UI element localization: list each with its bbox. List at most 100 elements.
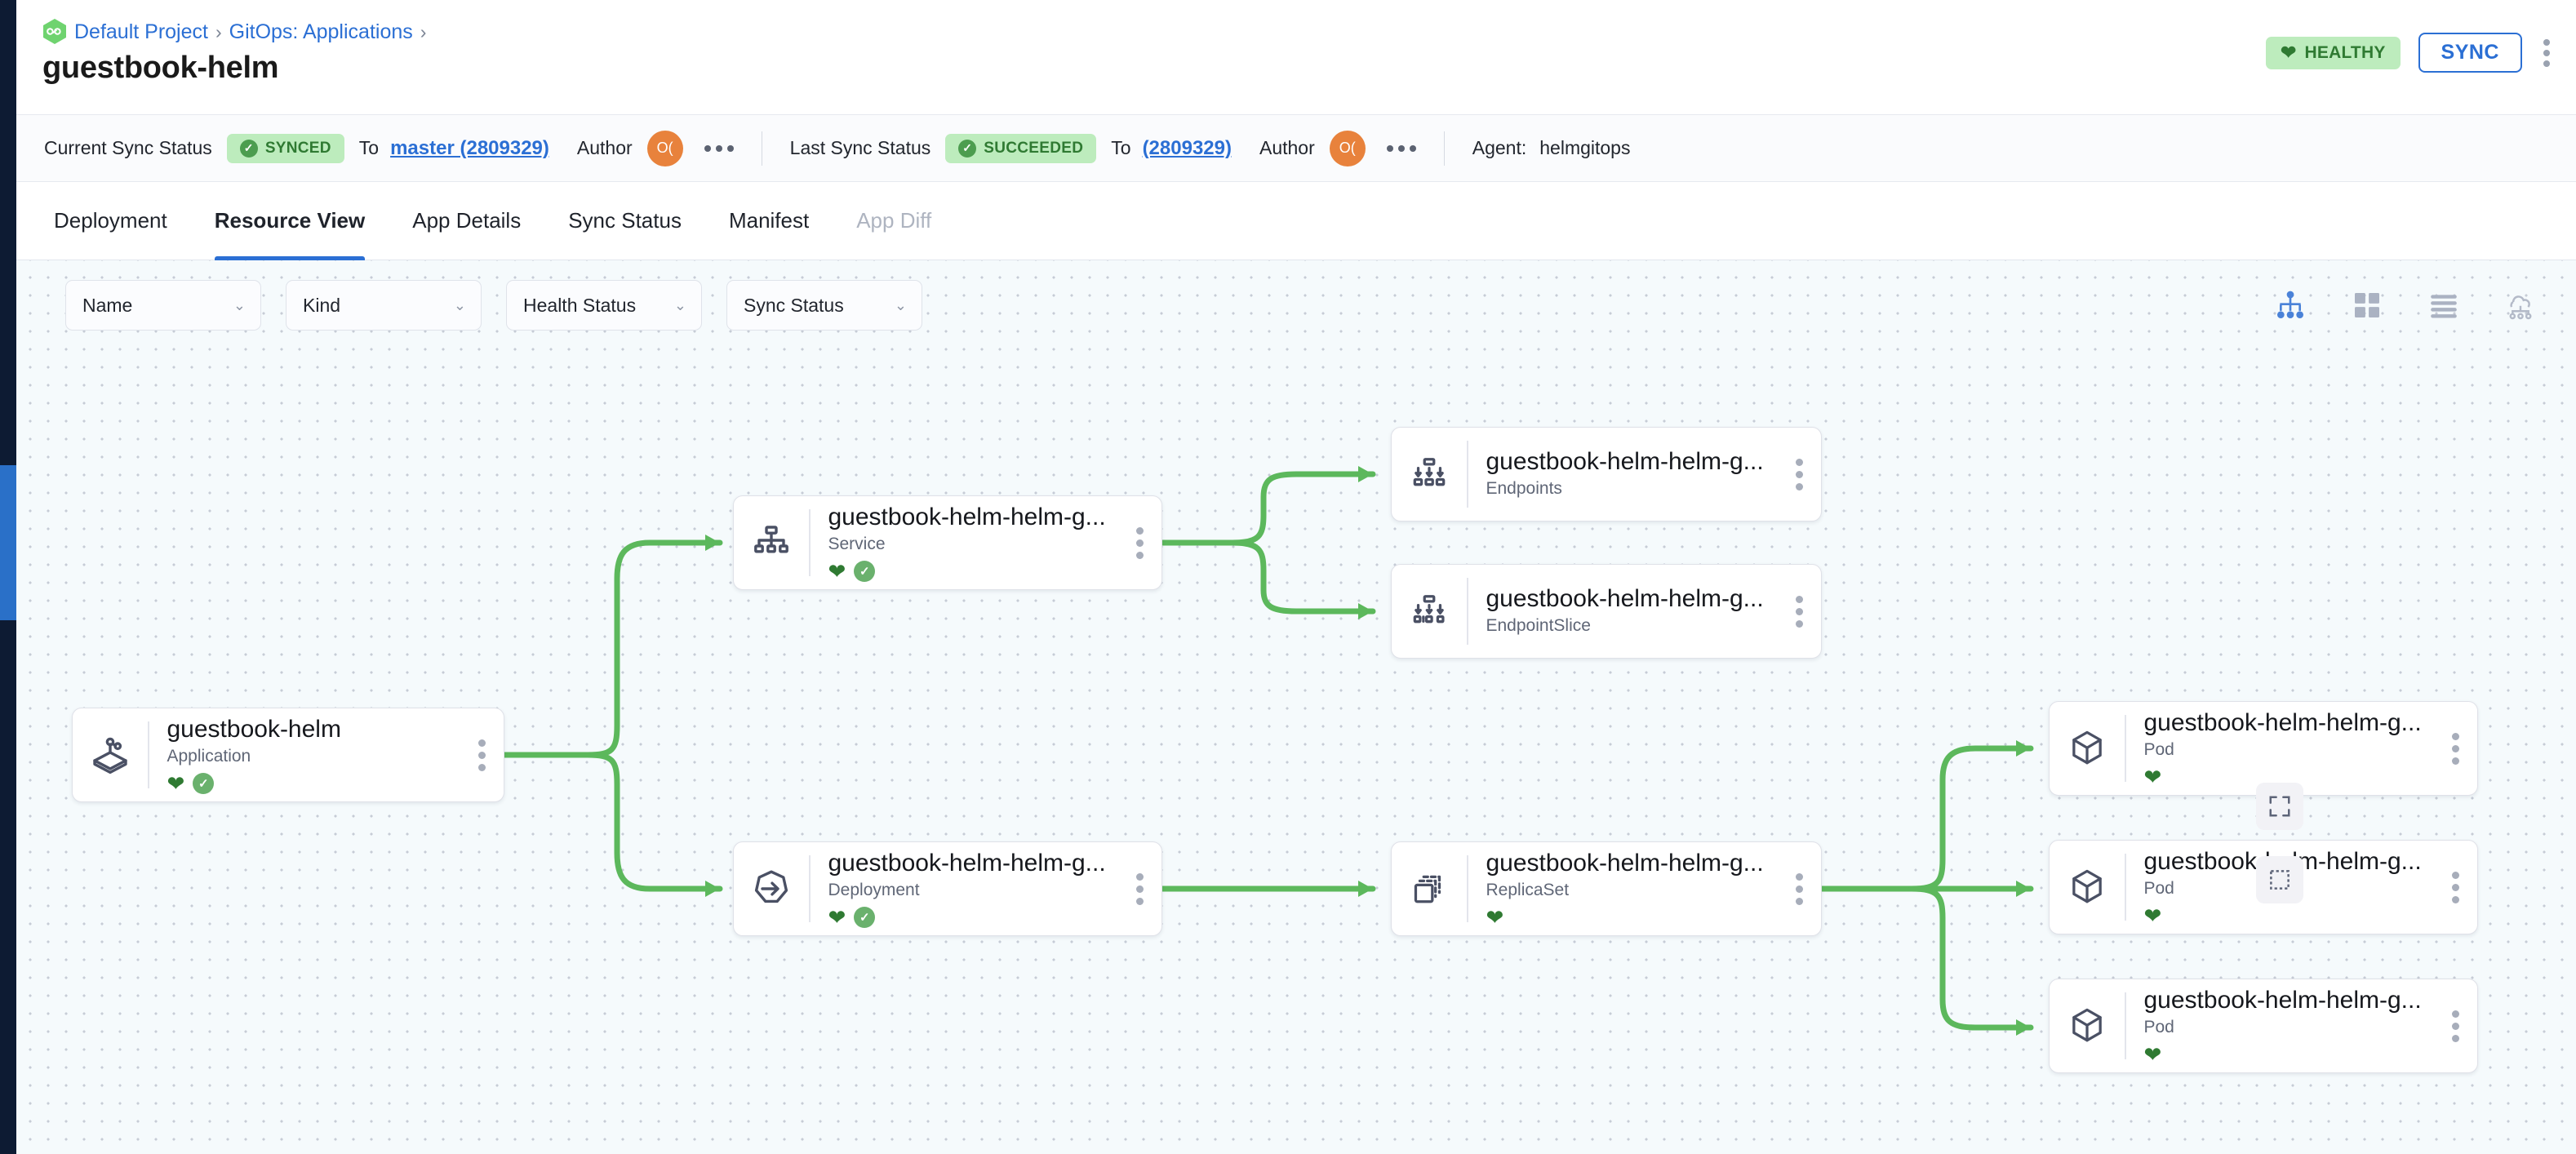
last-revision-link[interactable]: (2809329) bbox=[1142, 136, 1232, 159]
tab-manifest[interactable]: Manifest bbox=[728, 208, 810, 233]
breadcrumb-separator-end: › bbox=[420, 20, 427, 42]
heart-icon: ❤ bbox=[1486, 904, 1504, 930]
graph-node-menu-icon[interactable] bbox=[1128, 872, 1161, 905]
node-divider bbox=[2125, 854, 2126, 921]
current-author-more-icon[interactable] bbox=[704, 144, 734, 152]
resource-graph-canvas[interactable]: Name⌄Kind⌄Health Status⌄Sync Status⌄ bbox=[16, 260, 2576, 1154]
heart-icon: ❤ bbox=[2143, 1041, 2162, 1067]
graph-node-kind: Deployment bbox=[828, 880, 920, 899]
left-nav-rail-active-marker[interactable] bbox=[0, 465, 16, 620]
tab-app-details[interactable]: App Details bbox=[412, 208, 522, 233]
pod-icon bbox=[2050, 979, 2125, 1072]
fullscreen-icon[interactable] bbox=[2256, 783, 2303, 830]
graph-node-menu-icon[interactable] bbox=[1128, 526, 1161, 559]
tab-resource-view[interactable]: Resource View bbox=[214, 182, 365, 260]
current-to-label: To bbox=[358, 137, 380, 158]
graph-node-menu-icon[interactable] bbox=[1788, 458, 1821, 490]
last-sync-status-label: Last Sync Status bbox=[789, 137, 931, 158]
graph-node-title: guestbook-helm bbox=[167, 715, 341, 743]
current-author-avatar[interactable]: O( bbox=[646, 130, 683, 166]
last-author-label: Author bbox=[1259, 137, 1315, 158]
current-sync-status-chip: ✓ SYNCED bbox=[226, 133, 344, 163]
graph-node-menu-icon[interactable] bbox=[2444, 732, 2477, 765]
heart-icon: ❤ bbox=[828, 558, 846, 584]
graph-node-kind: Service bbox=[828, 534, 886, 553]
sync-button[interactable]: SYNC bbox=[2418, 33, 2522, 73]
filter-kind[interactable]: Kind⌄ bbox=[286, 280, 482, 331]
graph-node-menu-icon[interactable] bbox=[2444, 871, 2477, 903]
graph-node-menu-icon[interactable] bbox=[1788, 872, 1821, 905]
filter-name[interactable]: Name⌄ bbox=[65, 280, 261, 331]
graph-node-menu-icon[interactable] bbox=[2444, 1010, 2477, 1042]
node-divider bbox=[1467, 441, 1468, 508]
network-view-icon[interactable] bbox=[2503, 287, 2538, 323]
tab-sync-status[interactable]: Sync Status bbox=[568, 208, 682, 233]
filter-health-status-label: Health Status bbox=[523, 294, 637, 316]
select-area-icon[interactable] bbox=[2256, 856, 2303, 903]
graph-node-endpoints[interactable]: guestbook-helm-helm-g...Endpoints bbox=[1391, 427, 1822, 522]
graph-node-status: ❤✓ bbox=[167, 771, 460, 796]
list-view-icon[interactable] bbox=[2426, 287, 2462, 323]
graph-node-status: ❤✓ bbox=[828, 905, 1117, 930]
graph-node-title: guestbook-helm-helm-g... bbox=[2143, 708, 2422, 736]
current-sync-status-chip-label: SYNCED bbox=[264, 139, 331, 157]
graph-node-status: ❤✓ bbox=[828, 559, 1117, 584]
last-to-label: To bbox=[1111, 137, 1131, 158]
endpoints-icon bbox=[1392, 428, 1467, 521]
tree-view-icon[interactable] bbox=[2272, 287, 2308, 323]
graph-node-replicaset[interactable]: guestbook-helm-helm-g...ReplicaSet❤ bbox=[1391, 841, 1822, 936]
pod-icon bbox=[2050, 702, 2125, 795]
tab-bar: Deployment Resource View App Details Sync S… bbox=[16, 182, 2576, 260]
last-sync-status-chip-label: SUCCEEDED bbox=[984, 139, 1084, 157]
last-author-avatar[interactable]: O( bbox=[1329, 130, 1366, 166]
graph-node-pod-1[interactable]: guestbook-helm-helm-g...Pod❤ bbox=[2049, 701, 2478, 796]
check-circle-icon: ✓ bbox=[958, 139, 977, 158]
graph-node-body: guestbook-helm-helm-g...EndpointSlice bbox=[1468, 584, 1788, 638]
current-author-label: Author bbox=[576, 137, 633, 158]
current-revision-link[interactable]: master (2809329) bbox=[390, 136, 549, 159]
graph-node-deployment[interactable]: guestbook-helm-helm-g...Deployment❤✓ bbox=[733, 841, 1162, 936]
graph-node-body: guestbook-helm-helm-g...Pod❤ bbox=[2126, 986, 2445, 1067]
node-divider bbox=[809, 509, 811, 576]
graph-node-body: guestbook-helm-helm-g...Deployment❤✓ bbox=[811, 849, 1129, 930]
node-divider bbox=[2125, 992, 2126, 1059]
grid-view-icon[interactable] bbox=[2349, 287, 2385, 323]
heart-icon: ❤ bbox=[167, 770, 185, 796]
graph-node-kind: Application bbox=[167, 746, 251, 766]
header-actions: ❤ HEALTHY SYNC bbox=[2266, 33, 2553, 73]
graph-node-status: ❤ bbox=[2144, 903, 2433, 928]
graph-node-menu-icon[interactable] bbox=[470, 739, 504, 771]
breadcrumb-item-default-project[interactable]: Default Project bbox=[74, 20, 208, 43]
header-overflow-menu-icon[interactable] bbox=[2540, 36, 2553, 70]
graph-node-service[interactable]: guestbook-helm-helm-g...Service❤✓ bbox=[733, 495, 1162, 590]
last-sync-status-chip: ✓ SUCCEEDED bbox=[945, 133, 1097, 163]
check-circle-icon: ✓ bbox=[193, 772, 215, 794]
graph-node-kind: Pod bbox=[2143, 739, 2174, 759]
filter-sync-status[interactable]: Sync Status ⌄ bbox=[726, 280, 922, 331]
tab-deployment[interactable]: Deployment bbox=[54, 208, 167, 233]
graph-node-body: guestbook-helm-helm-g...ReplicaSet❤ bbox=[1468, 849, 1788, 930]
endpointslice-icon bbox=[1392, 565, 1467, 658]
chevron-down-icon: ⌄ bbox=[894, 296, 907, 313]
filter-health-status[interactable]: Health Status⌄ bbox=[506, 280, 702, 331]
graph-node-pod-3[interactable]: guestbook-helm-helm-g...Pod❤ bbox=[2049, 979, 2478, 1073]
graph-node-title: guestbook-helm-helm-g... bbox=[1486, 585, 1764, 612]
application-icon bbox=[73, 708, 148, 801]
deployment-icon bbox=[734, 842, 809, 935]
node-divider bbox=[809, 855, 811, 922]
filter-sync-status-label: Sync Status bbox=[744, 294, 844, 316]
check-circle-icon: ✓ bbox=[854, 560, 876, 582]
last-author-more-icon[interactable] bbox=[1386, 144, 1416, 152]
graph-node-endpointslice[interactable]: guestbook-helm-helm-g...EndpointSlice bbox=[1391, 564, 1822, 659]
status-badge-healthy: ❤ HEALTHY bbox=[2266, 36, 2401, 69]
node-divider bbox=[1467, 578, 1468, 645]
graph-node-title: guestbook-helm-helm-g... bbox=[828, 503, 1106, 530]
view-mode-toggles bbox=[2272, 260, 2538, 350]
graph-edges bbox=[501, 466, 2034, 1036]
graph-node-status: ❤ bbox=[2144, 1042, 2433, 1067]
graph-node-menu-icon[interactable] bbox=[1788, 595, 1821, 628]
breadcrumb-item-gitops-applications[interactable]: GitOps: Applications bbox=[229, 20, 413, 43]
status-badge-healthy-label: HEALTHY bbox=[2304, 42, 2386, 62]
chevron-down-icon: ⌄ bbox=[233, 296, 246, 313]
